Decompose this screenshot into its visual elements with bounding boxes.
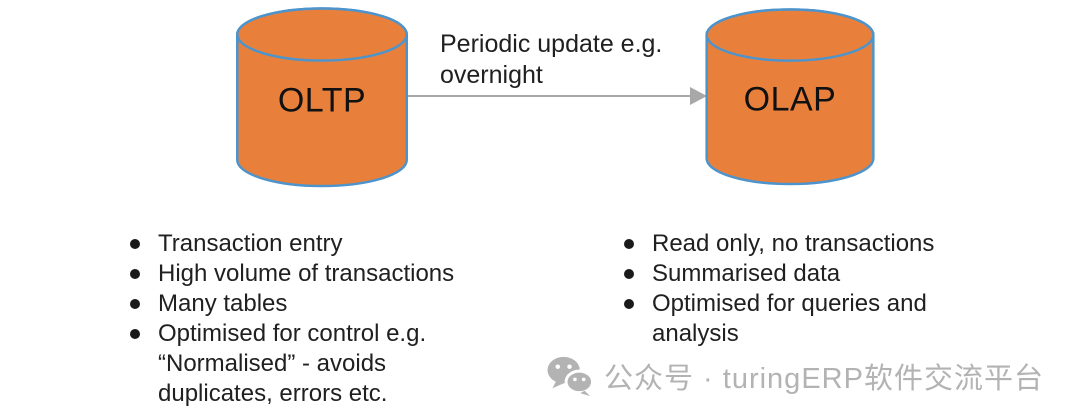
database-cylinder-icon: [705, 8, 875, 186]
flow-arrow-head-icon: [690, 87, 707, 105]
bullet-item: Many tables: [128, 289, 528, 319]
olap-bullet-list: Read only, no transactions Summarised da…: [622, 229, 1042, 349]
bullet-item: Optimised for control e.g. “Normalised” …: [128, 319, 528, 409]
bullet-item: Summarised data: [622, 259, 1042, 289]
watermark-text: 公众号 · turingERP软件交流平台: [604, 363, 1044, 395]
olap-label: OLAP: [743, 80, 837, 119]
oltp-label: OLTP: [277, 81, 367, 120]
arrow-label: Periodic update e.g. overnight: [440, 30, 663, 89]
bullet-item: Read only, no transactions: [622, 229, 1042, 259]
oltp-database-cylinder: OLTP: [236, 7, 408, 188]
bullet-item: Transaction entry: [128, 229, 528, 259]
database-cylinder-icon: [236, 7, 408, 188]
flow-arrow-line: [408, 95, 692, 97]
wechat-icon: [547, 356, 594, 397]
oltp-bullet-list: Transaction entry High volume of transac…: [128, 229, 528, 409]
watermark: 公众号 · turingERP软件交流平台: [547, 351, 1044, 401]
bullet-item: High volume of transactions: [128, 259, 528, 289]
bullet-item: Optimised for queries and analysis: [622, 289, 1042, 349]
olap-database-cylinder: OLAP: [704, 8, 876, 186]
